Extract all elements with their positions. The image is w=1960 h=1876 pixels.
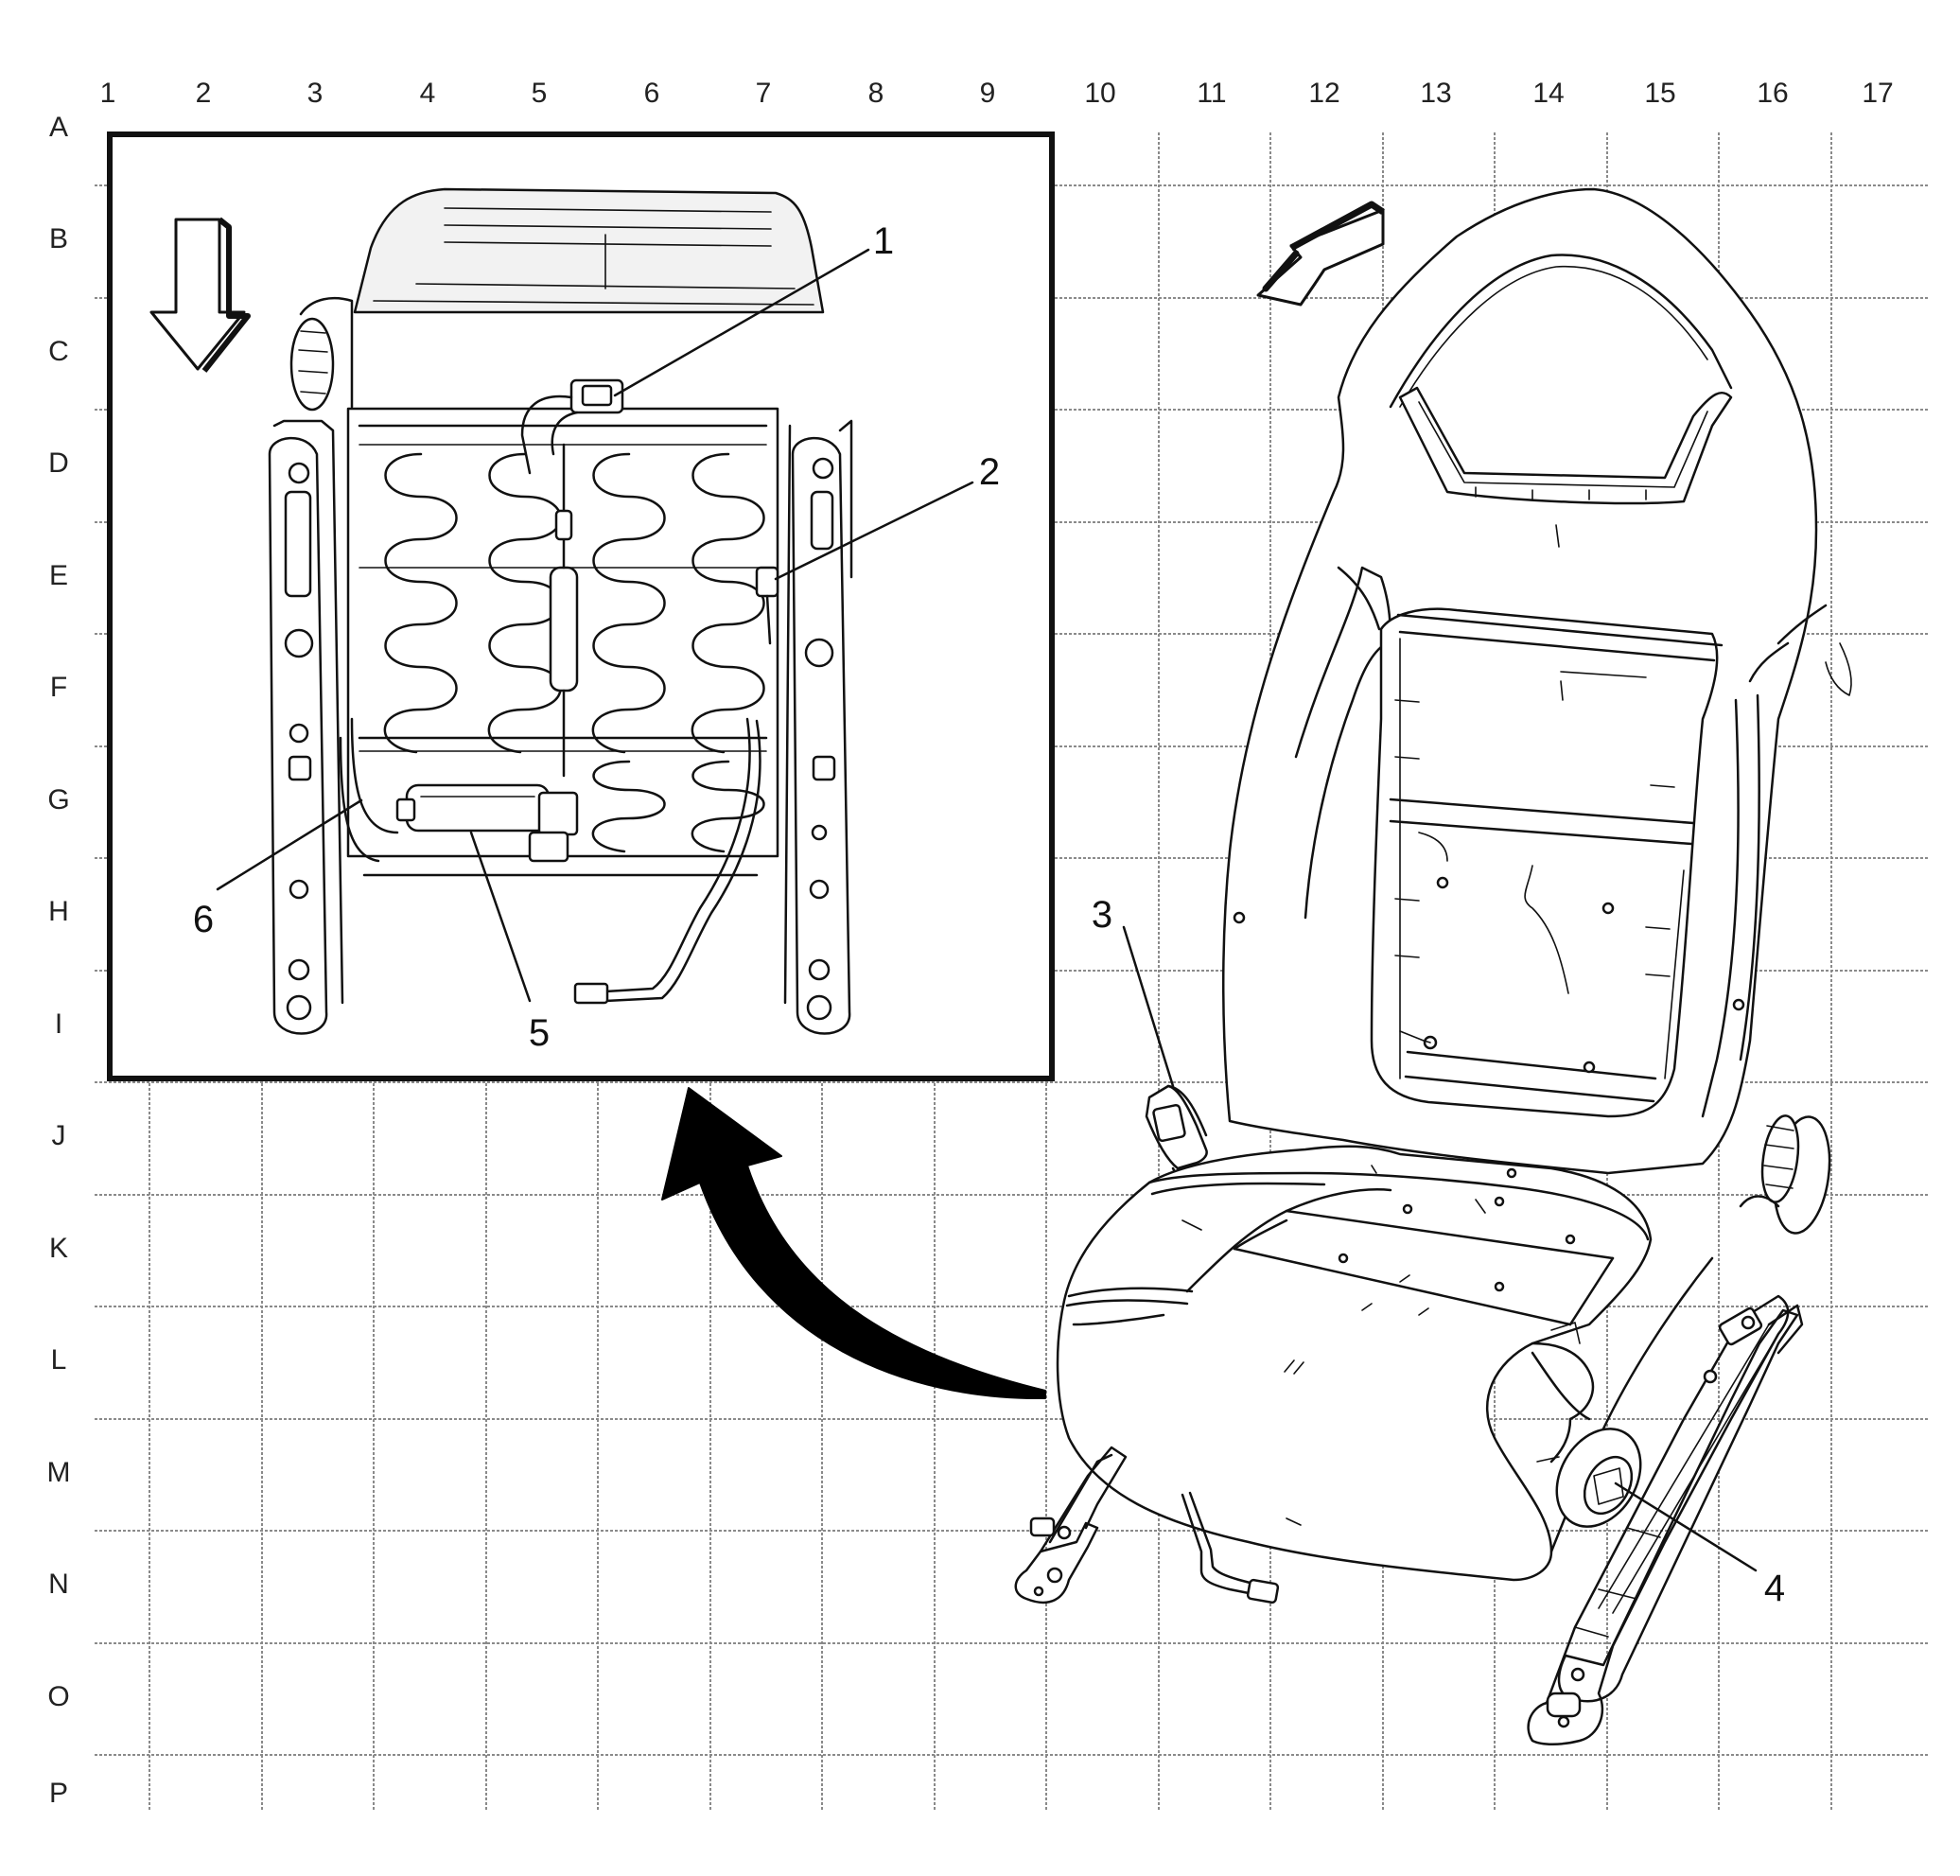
center-sensor-tube (549, 443, 579, 778)
row-label: F (50, 672, 67, 703)
row-label: M (47, 1457, 71, 1488)
seat-adjuster-4 (1536, 1417, 1642, 1528)
seat-rail-left (268, 419, 344, 1035)
row-label: K (49, 1233, 68, 1264)
callout-5-label: 5 (529, 1012, 550, 1054)
column-label: 12 (1308, 78, 1339, 109)
column-label: 3 (307, 78, 324, 109)
curved-arrow-icon (661, 1087, 1046, 1400)
recliner-knob-right (1739, 1114, 1831, 1235)
recliner-knob-left (289, 317, 335, 412)
row-label: H (48, 896, 69, 927)
seat-cushion (1056, 1145, 1714, 1582)
callout-6-label: 6 (193, 899, 214, 940)
callout-1-label: 1 (873, 220, 894, 262)
column-label: 5 (532, 78, 548, 109)
callout-4-label: 4 (1764, 1568, 1785, 1609)
column-label: 8 (868, 78, 884, 109)
column-label: 2 (196, 78, 212, 109)
column-label: 9 (980, 78, 996, 109)
row-label: N (48, 1569, 69, 1600)
connector-2 (755, 566, 779, 645)
column-label: 1 (100, 78, 116, 109)
diagonal-arrow-icon (1256, 201, 1385, 307)
harness-lead (573, 717, 761, 1005)
row-label: P (49, 1778, 68, 1809)
column-label: 10 (1084, 78, 1115, 109)
row-label: B (49, 223, 68, 254)
row-label: L (51, 1344, 67, 1376)
row-label: E (49, 560, 68, 591)
row-label: D (48, 447, 69, 479)
row-label: I (55, 1008, 62, 1040)
column-label: 7 (756, 78, 772, 109)
column-label: 15 (1644, 78, 1675, 109)
control-module-5 (395, 783, 579, 863)
row-label: G (47, 784, 69, 815)
callout-3-label: 3 (1092, 894, 1112, 936)
callout-leaders-seat (1122, 925, 1758, 1572)
seat-frame-rear (289, 187, 825, 412)
seat-back (1221, 187, 1852, 1175)
detail-inset: 1 2 6 5 (107, 131, 1055, 1081)
column-label: 11 (1197, 78, 1226, 109)
column-label: 13 (1420, 78, 1451, 109)
callout-2-label: 2 (979, 451, 1000, 493)
down-arrow-icon (149, 217, 251, 373)
seat-assembly: 3 4 (1014, 187, 1852, 1745)
column-label: 17 (1862, 78, 1893, 109)
column-label: 16 (1757, 78, 1788, 109)
column-label: 6 (644, 78, 660, 109)
row-label: O (47, 1681, 69, 1712)
connector-1 (520, 378, 624, 475)
column-labels: 1 2 3 4 5 6 7 8 9 10 11 12 13 14 15 16 1… (100, 78, 1894, 109)
row-label: A (49, 112, 68, 143)
seat-track-right (1527, 1294, 1804, 1745)
seat-lower-bar (1181, 1491, 1280, 1604)
row-label: C (48, 336, 69, 367)
row-labels: A B C D E F G H I J K L M N O P (47, 112, 71, 1809)
callout-leaders-inset (216, 248, 974, 1003)
column-label: 4 (420, 78, 436, 109)
column-label: 14 (1532, 78, 1564, 109)
seat-rail-right (783, 419, 853, 1035)
seat-track-left (1014, 1446, 1128, 1604)
row-label: J (52, 1120, 66, 1151)
